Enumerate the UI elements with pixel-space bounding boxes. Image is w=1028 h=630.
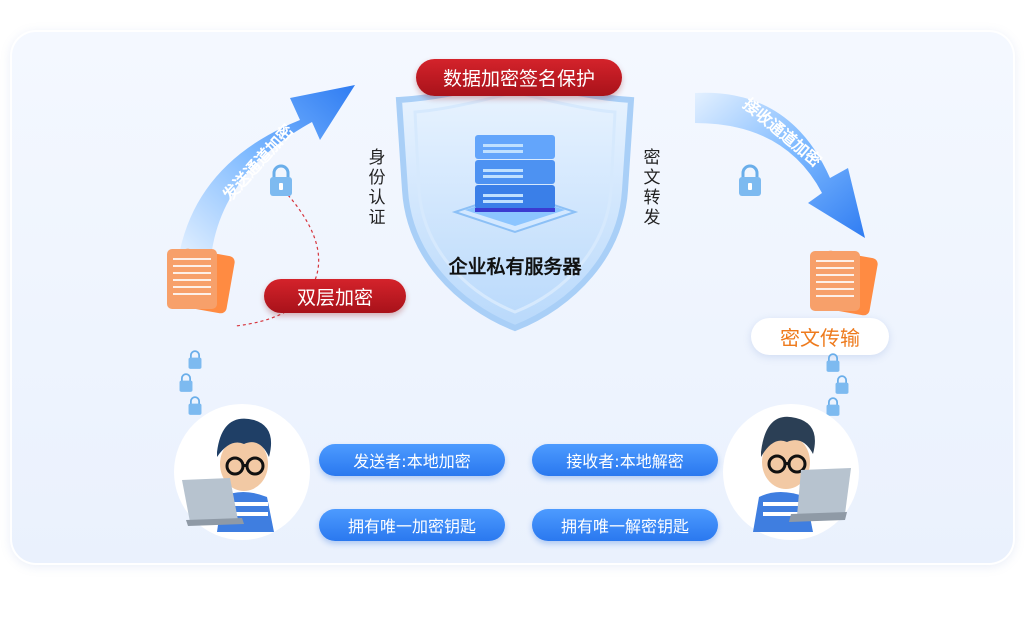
lock-icon [188,350,202,369]
receive-arrow: 接收通道加密 [695,92,865,238]
identity-label: 身份认证 [368,148,386,228]
sender-avatar [174,404,310,540]
cipher-forward-label: 密文转发 [643,148,661,228]
lock-icon [270,164,292,196]
cipher-transfer-label: 密文传输 [751,318,889,355]
document-icon [167,248,235,314]
sender-encrypt-label: 发送者:本地加密 [319,444,505,476]
sender-key-label: 拥有唯一加密钥匙 [319,509,505,541]
server-icon [451,135,579,234]
receiver-key-label: 拥有唯一解密钥匙 [532,509,718,541]
server-label: 企业私有服务器 [448,256,582,278]
double-encrypt-label: 双层加密 [264,279,406,313]
lock-icon [826,353,840,372]
lock-icon [835,375,849,394]
lock-icon [188,396,202,415]
document-icon [810,250,878,316]
lock-icon [739,164,761,196]
lock-icon [826,397,840,416]
receiver-decrypt-label: 接收者:本地解密 [532,444,718,476]
top-label: 数据加密签名保护 [416,59,622,96]
receiver-avatar [723,404,859,540]
lock-icon [179,373,193,392]
receive-arrow-label: 接收通道加密 [739,95,825,171]
